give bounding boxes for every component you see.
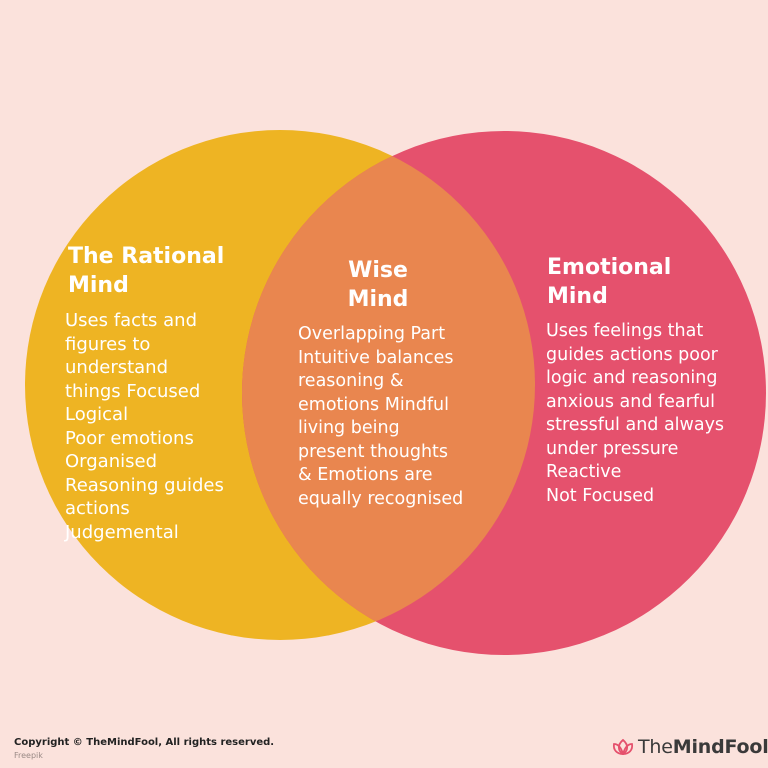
- wise-mind-heading-line: Mind: [347, 287, 409, 312]
- rational-mind-line: understand: [65, 357, 169, 378]
- rational-mind-line: Judgemental: [65, 521, 179, 543]
- rational-mind-heading: The Rational Mind: [68, 242, 224, 300]
- brand-name-prefix: The: [638, 736, 673, 758]
- wise-mind-line: Overlapping Part: [298, 324, 446, 344]
- rational-mind-line: figures to: [65, 333, 151, 355]
- emotional-mind-line: anxious and fearful: [546, 391, 715, 412]
- emotional-mind-line: Uses feelings that: [546, 321, 704, 341]
- image-credit: Freepik: [14, 751, 43, 760]
- emotional-mind-line: Not Focused: [546, 485, 655, 506]
- wise-mind-line: emotions Mindful: [298, 394, 449, 415]
- emotional-mind-line: under pressure: [546, 438, 679, 459]
- brand-logo: TheMindFool: [612, 734, 768, 760]
- copyright-notice: Copyright © TheMindFool, All rights rese…: [14, 737, 275, 748]
- rational-mind-heading-line: Mind: [68, 273, 129, 298]
- wise-mind-heading: Wise Mind: [300, 256, 456, 314]
- emotional-mind-heading-line: Emotional: [547, 255, 672, 280]
- rational-mind-heading-line: The Rational: [68, 244, 225, 269]
- rational-mind-line: Logical: [65, 404, 129, 425]
- brand-name: TheMindFool: [638, 736, 768, 758]
- wise-mind-overlap: [242, 131, 535, 640]
- lotus-icon: [612, 738, 634, 756]
- emotional-mind-line: Reactive: [546, 462, 622, 482]
- emotional-mind-line: logic and reasoning: [546, 368, 718, 388]
- wise-mind-line: living being: [298, 418, 400, 438]
- rational-mind-line: Uses facts and: [65, 310, 198, 331]
- rational-mind-line: Reasoning guides: [65, 474, 224, 496]
- brand-name-suffix: MindFool: [672, 736, 768, 758]
- rational-mind-description: Uses facts and figures to understand thi…: [65, 309, 224, 544]
- wise-mind-line: equally recognised: [298, 488, 464, 509]
- wise-mind-line: reasoning &: [298, 371, 404, 391]
- rational-mind-line: Poor emotions: [65, 427, 194, 449]
- emotional-mind-line: stressful and always: [546, 415, 725, 435]
- rational-mind-line: actions: [65, 498, 130, 519]
- wise-mind-line: Intuitive balances: [298, 347, 454, 368]
- emotional-mind-heading-line: Mind: [547, 284, 608, 309]
- emotional-mind-description: Uses feelings that guides actions poor l…: [546, 320, 724, 508]
- wise-mind-line: present thoughts: [298, 441, 449, 462]
- wise-mind-line: & Emotions are: [298, 465, 433, 485]
- rational-mind-line: Organised: [65, 451, 157, 472]
- wise-mind-heading-line: Wise: [348, 258, 408, 283]
- rational-mind-line: things Focused: [65, 380, 201, 402]
- emotional-mind-heading: Emotional Mind: [547, 253, 671, 311]
- wise-mind-description: Overlapping Part Intuitive balances reas…: [298, 323, 463, 511]
- emotional-mind-line: guides actions poor: [546, 344, 718, 365]
